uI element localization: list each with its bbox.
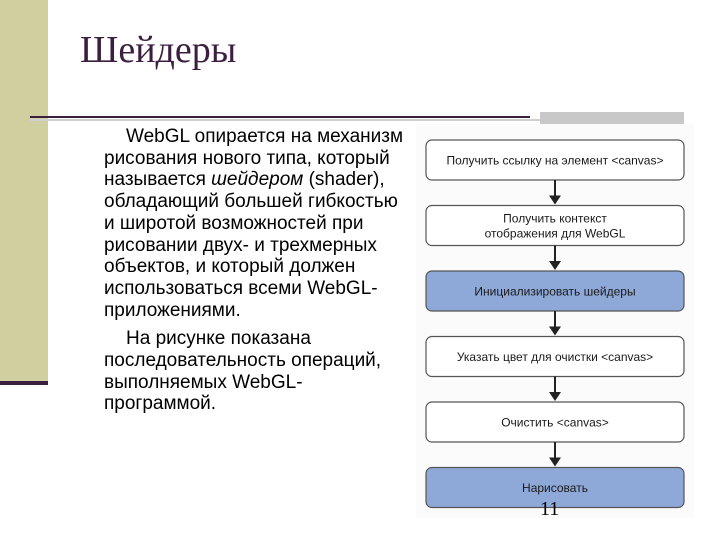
flow-step-label: отображения для WebGL: [485, 227, 626, 241]
flow-diagram: Получить ссылку на элемент <canvas> Получ…: [416, 124, 694, 518]
slide-title: Шейдеры: [80, 29, 237, 71]
title-rule-accent: [540, 112, 684, 124]
flow-step-label: Инициализировать шейдеры: [474, 285, 635, 299]
flow-arrow: [549, 180, 561, 205]
flow-step-1: Получить ссылку на элемент <canvas>: [425, 139, 685, 181]
left-decor-bar: [0, 0, 48, 383]
title-rule-shadow: [30, 119, 684, 121]
flow-step-box: [425, 466, 685, 509]
title-rule: [30, 116, 530, 118]
flow-step-label: Очистить <canvas>: [501, 416, 609, 430]
flow-step-label: Получить контекст: [503, 212, 607, 226]
body-paragraph-1-end: (shader), обладающий большей гибкостью и…: [104, 169, 398, 321]
body-paragraph-2: На рисунке показана последовательность о…: [104, 328, 404, 415]
body-paragraph-2-text: На рисунке показана последовательность о…: [104, 328, 382, 415]
flow-arrow: [549, 311, 561, 336]
slide-number: 11: [540, 498, 560, 520]
left-decor-bar-base: [0, 381, 48, 385]
body-paragraph-1-term: шейдером: [211, 169, 304, 191]
flow-step-label: Получить ссылку на элемент <canvas>: [446, 154, 663, 168]
flow-arrow: [549, 442, 561, 467]
body-paragraph-1-start: WebGL опирается на механизм рисования но…: [104, 126, 404, 191]
flow-step-4: Указать цвет для очистки <canvas>: [425, 335, 685, 378]
body-paragraph-1: WebGL опирается на механизм рисования но…: [104, 126, 404, 321]
flow-step-label: Указать цвет для очистки <canvas>: [457, 350, 653, 364]
flow-step-6: Нарисовать: [425, 466, 685, 509]
flow-step-label: Нарисовать: [522, 481, 588, 495]
flow-diagram-canvas: Получить ссылку на элемент <canvas> Получ…: [425, 139, 685, 509]
flow-step-3: Инициализировать шейдеры: [425, 270, 685, 312]
flow-arrow: [549, 245, 561, 270]
slide-body: WebGL опирается на механизм рисования но…: [104, 126, 404, 415]
flow-arrow: [549, 376, 561, 401]
flow-step-5: Очистить <canvas>: [425, 401, 685, 443]
